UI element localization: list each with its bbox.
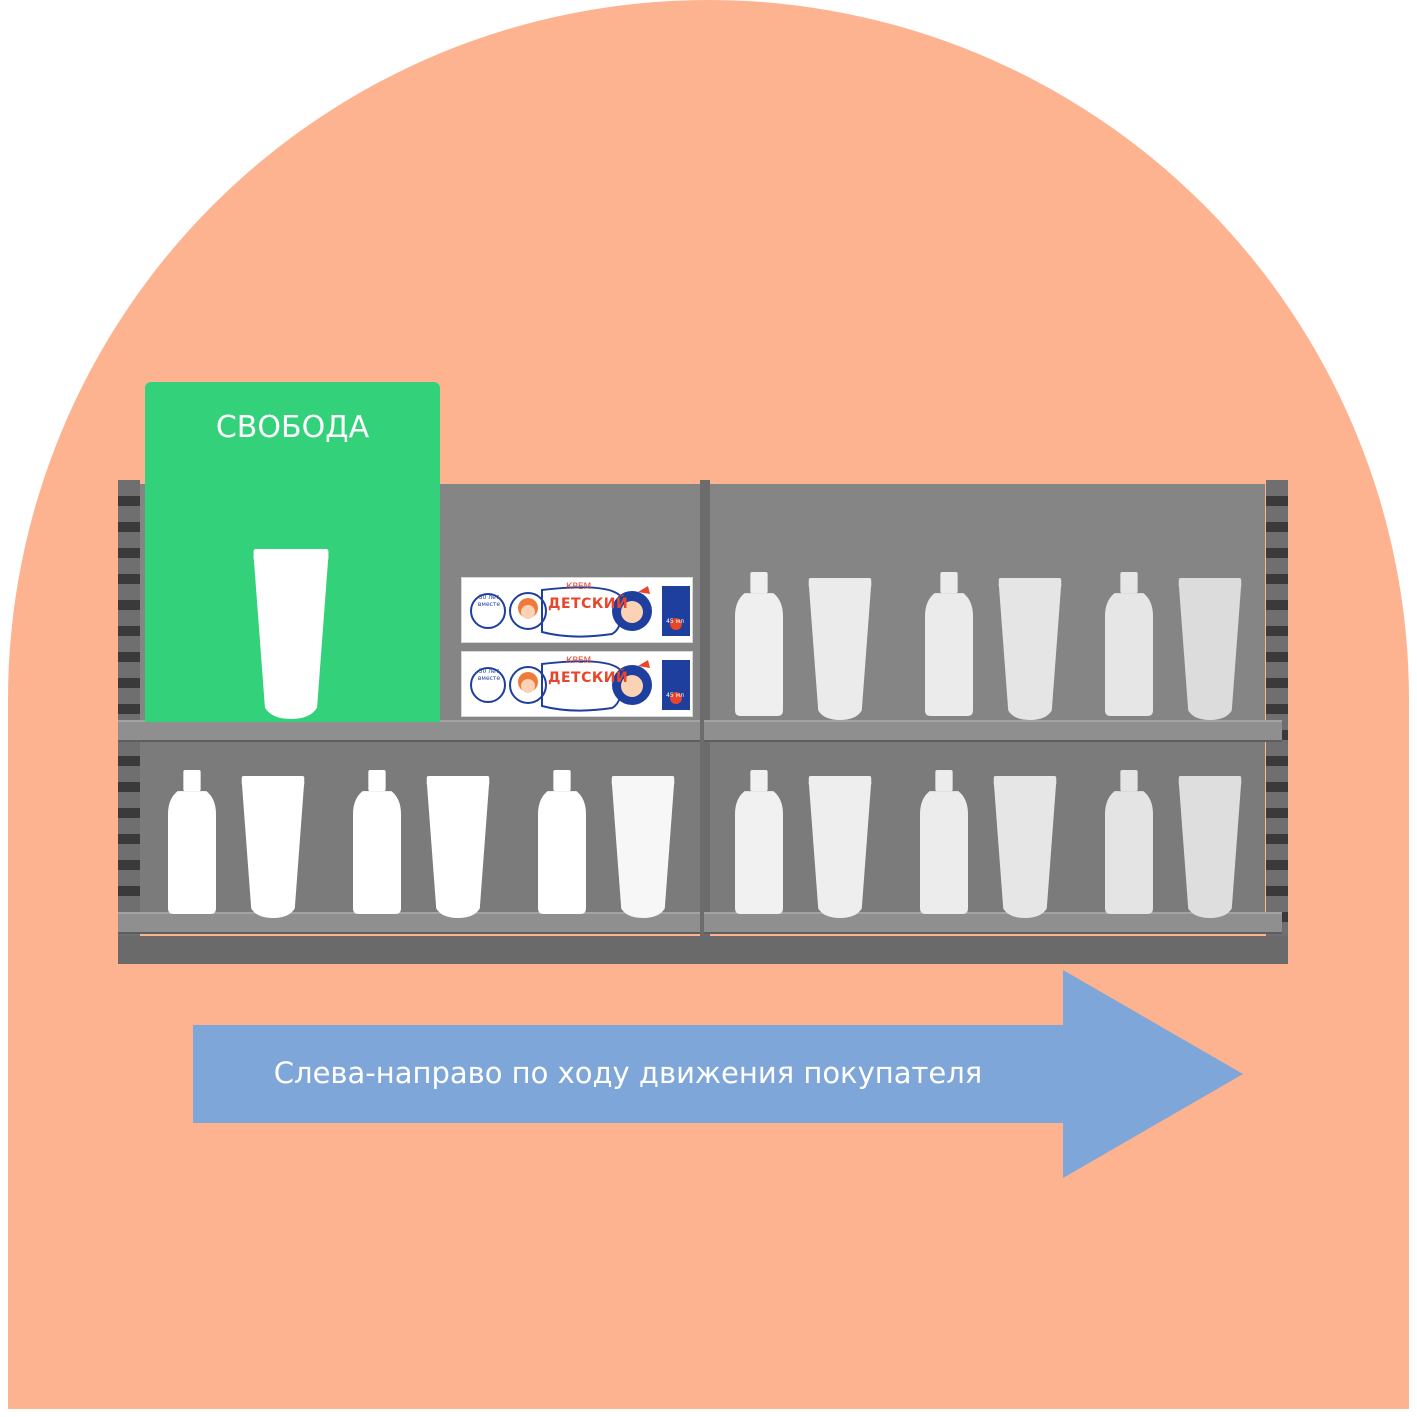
highlight-title: СВОБОДА <box>215 410 370 445</box>
tube-icon <box>611 776 675 918</box>
cream-box-top: КРЕМ ДЕТСКИЙ 50 лет вместе 45 мл <box>461 577 693 643</box>
arrow-label: Слева-направо по ходу движения покупател… <box>273 1056 983 1090</box>
back-panel-right-bottom <box>710 742 1265 914</box>
bottle-icon <box>1105 770 1153 914</box>
bottle-icon <box>538 770 586 914</box>
back-panel-right-top <box>710 484 1265 722</box>
bottle-icon <box>1105 572 1153 716</box>
bottle-icon <box>735 572 783 716</box>
cream-box-brand: ДЕТСКИЙ <box>548 670 629 686</box>
back-panel-left-bottom <box>140 742 700 914</box>
bottle-icon <box>168 770 216 914</box>
tube-icon <box>426 776 490 918</box>
shelf-bottom-right <box>704 912 1282 934</box>
cream-box-volume: 45 мл <box>666 618 684 625</box>
highlight-block: СВОБОДА <box>145 382 440 722</box>
tube-icon <box>1178 776 1242 918</box>
shelf-bottom-left <box>118 912 700 934</box>
bottle-icon <box>735 770 783 914</box>
cream-box-anniversary: 50 лет вместе <box>477 594 501 608</box>
cream-box-kind: КРЕМ <box>566 582 592 592</box>
cream-box-volume: 45 мл <box>666 692 684 699</box>
tube-icon <box>998 578 1062 720</box>
cream-box-anniversary: 50 лет вместе <box>477 668 501 682</box>
tube-icon <box>808 776 872 918</box>
bottle-icon <box>920 770 968 914</box>
tube-icon <box>1178 578 1242 720</box>
cream-box-icon <box>470 660 690 712</box>
tube-icon <box>993 776 1057 918</box>
tube-icon <box>241 776 305 918</box>
tube-icon <box>253 549 329 719</box>
shelf-top-right <box>704 720 1282 742</box>
arrow-right-icon <box>193 970 1243 1178</box>
cream-box-kind: КРЕМ <box>566 656 592 666</box>
cream-box-brand: ДЕТСКИЙ <box>548 596 629 612</box>
bottle-icon <box>353 770 401 914</box>
tube-icon <box>808 578 872 720</box>
bottle-icon <box>925 572 973 716</box>
cream-box-icon <box>470 586 690 638</box>
rack-base <box>118 936 1288 964</box>
cream-box-bottom: КРЕМ ДЕТСКИЙ 50 лет вместе 45 мл <box>461 651 693 717</box>
